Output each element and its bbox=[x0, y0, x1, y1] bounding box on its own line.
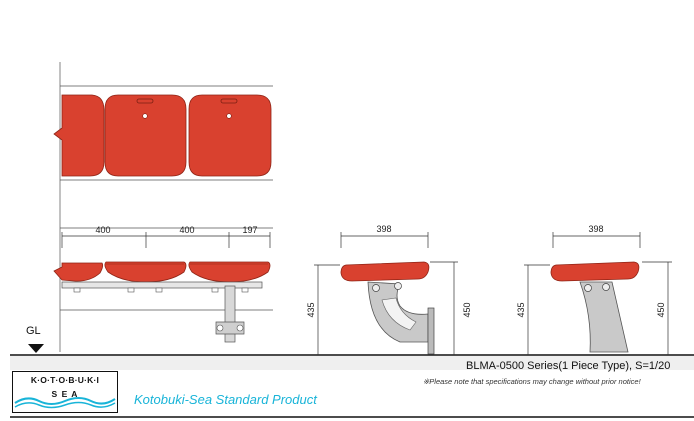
wall-plate bbox=[427, 307, 435, 355]
side-seat-2 bbox=[550, 261, 640, 282]
dim-front-3: 197 bbox=[242, 225, 257, 235]
plan-view-seats bbox=[53, 94, 272, 177]
front-seat-2 bbox=[188, 261, 271, 283]
dim-side2-height: 435 bbox=[516, 302, 526, 317]
dim-front-2: 400 bbox=[179, 225, 194, 235]
dim-side-width: 398 bbox=[376, 224, 391, 234]
logo-top-text: K·O·T·O·B·U·K·I bbox=[30, 375, 100, 385]
logo-wave bbox=[14, 397, 116, 409]
side-view-wall: 398 435 450 bbox=[306, 224, 472, 355]
dim-support-height: 450 bbox=[462, 302, 472, 317]
side-view-floor: 398 435 450 bbox=[516, 224, 672, 355]
front-leg bbox=[224, 285, 236, 343]
spec-note: ※Please note that specifications may cha… bbox=[423, 377, 641, 386]
logo-bottom-text: S E A bbox=[51, 389, 79, 399]
gl-arrow bbox=[28, 344, 44, 353]
dim-side-height: 435 bbox=[306, 302, 316, 317]
dim-side2-width: 398 bbox=[588, 224, 603, 234]
plan-seat-1 bbox=[104, 94, 187, 177]
plan-seat-2 bbox=[188, 94, 272, 177]
front-dimensions: 400 400 197 bbox=[61, 225, 271, 248]
side-seat-1 bbox=[340, 261, 430, 282]
ground-band bbox=[10, 356, 694, 370]
ground-level-label: GL bbox=[26, 325, 41, 337]
brand-tagline: Kotobuki-Sea Standard Product bbox=[134, 392, 317, 407]
front-seat-1 bbox=[104, 261, 187, 283]
dim-front-1: 400 bbox=[95, 225, 110, 235]
front-seat-partial bbox=[53, 262, 104, 282]
plan-seat-partial bbox=[53, 94, 105, 177]
drawing-title: BLMA-0500 Series(1 Piece Type), S=1/20 bbox=[466, 360, 671, 372]
side-pedestal bbox=[579, 281, 629, 353]
kotobuki-sea-logo: K·O·T·O·B·U·K·I S E A bbox=[12, 371, 118, 413]
dim-side2-support-height: 450 bbox=[656, 302, 666, 317]
front-view-seats bbox=[53, 261, 271, 343]
